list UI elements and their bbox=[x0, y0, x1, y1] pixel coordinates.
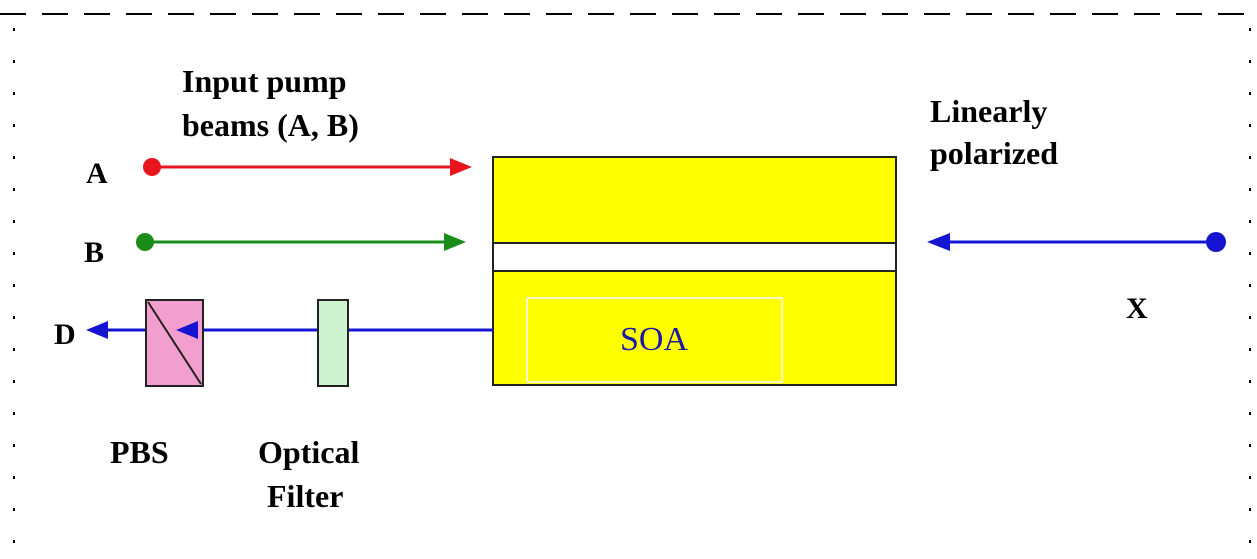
soa-upper-layer bbox=[492, 156, 897, 244]
pbs-splitter-diagonal bbox=[147, 301, 202, 385]
beam-a bbox=[143, 158, 472, 176]
soa-lower-layer bbox=[492, 270, 897, 386]
linearly-polarized-label-line2: polarized bbox=[930, 135, 1058, 171]
pbs-label: PBS bbox=[110, 434, 169, 470]
input-pump-label-line1: Input pump bbox=[182, 63, 347, 99]
beam-b bbox=[136, 233, 466, 251]
beam-a-arrowhead bbox=[450, 158, 472, 176]
soa-label: SOA bbox=[620, 321, 688, 358]
beam-x-arrowhead bbox=[927, 233, 950, 251]
optical-filter-label-line1: Optical bbox=[258, 434, 359, 470]
beam-d-arrowhead-out bbox=[86, 321, 108, 339]
linearly-polarized-label-line1: Linearly bbox=[930, 93, 1047, 129]
beam-b-label: B bbox=[84, 236, 104, 269]
beam-d-arrowhead-mid bbox=[176, 321, 198, 339]
optical-filter bbox=[317, 299, 349, 387]
soa-waveguide bbox=[492, 242, 897, 272]
beam-d-label: D bbox=[54, 318, 76, 351]
soa-block: SOA bbox=[492, 156, 897, 386]
beam-a-label: A bbox=[86, 157, 108, 190]
input-pump-label-line2: beams (A, B) bbox=[182, 107, 359, 143]
pbs bbox=[145, 299, 204, 387]
beam-x bbox=[927, 232, 1226, 252]
beam-x-label: X bbox=[1126, 292, 1148, 325]
optical-filter-label-line2: Filter bbox=[267, 478, 343, 514]
beam-b-arrowhead bbox=[444, 233, 466, 251]
soa-inner-box bbox=[526, 297, 783, 383]
